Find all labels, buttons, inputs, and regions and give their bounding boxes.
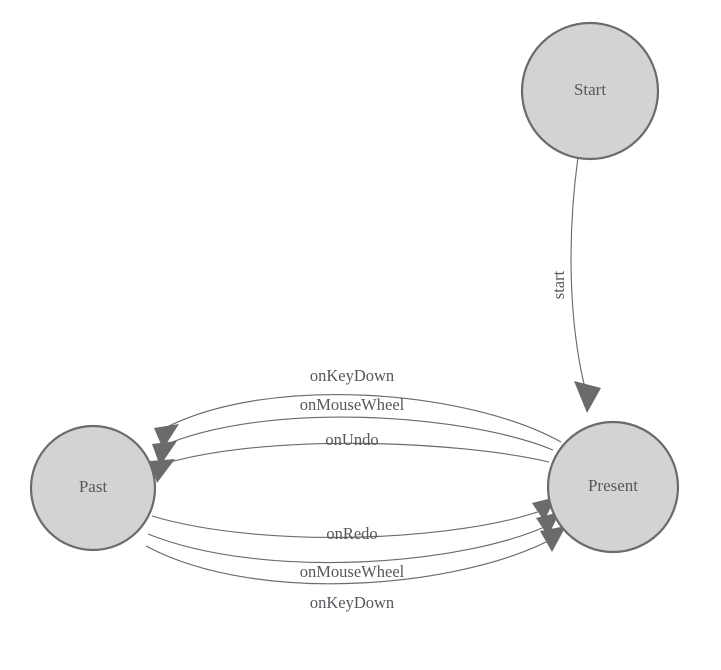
- edge-present-to-past-onmousewheel[interactable]: onMouseWheel: [152, 395, 554, 466]
- edge-label-present-past-mousewheel: onMouseWheel: [300, 395, 405, 414]
- state-node-start-label: Start: [574, 80, 606, 99]
- arrowhead-past-present-mousewheel: [536, 512, 560, 536]
- state-node-past-circle: [29, 424, 157, 552]
- arrowhead-present-past-undo: [150, 459, 175, 483]
- state-node-start-circle: [520, 21, 660, 161]
- state-node-past[interactable]: Past: [29, 424, 157, 552]
- edge-label-past-present-redo: onRedo: [326, 524, 377, 543]
- edge-label-past-present-mousewheel: onMouseWheel: [300, 562, 405, 581]
- edge-label-start: start: [549, 270, 568, 299]
- edge-path-past-present-keydown: [145, 534, 560, 585]
- edge-past-to-present-onkeydown[interactable]: onKeyDown: [145, 526, 566, 612]
- arrowhead-past-present-keydown: [540, 526, 566, 552]
- edge-path-start-present: [570, 156, 587, 393]
- edge-present-to-past-onkeydown[interactable]: onKeyDown: [154, 366, 562, 449]
- edge-label-past-present-keydown: onKeyDown: [310, 593, 394, 612]
- edge-present-to-past-onundo[interactable]: onUndo: [150, 430, 550, 483]
- arrowhead-start-present: [574, 381, 601, 413]
- state-node-present-circle: [546, 420, 680, 554]
- state-node-start[interactable]: Start: [520, 21, 660, 161]
- edge-past-to-present-onredo[interactable]: onRedo: [151, 497, 556, 543]
- state-node-past-label: Past: [79, 477, 108, 496]
- edge-path-present-past-mousewheel: [159, 416, 554, 451]
- state-node-present[interactable]: Present: [546, 420, 680, 554]
- arrowhead-present-past-keydown: [154, 424, 179, 449]
- edge-path-past-present-redo: [151, 507, 550, 538]
- edge-past-to-present-onmousewheel[interactable]: onMouseWheel: [147, 512, 560, 581]
- arrowhead-present-past-mousewheel: [152, 441, 177, 466]
- state-node-present-label: Present: [588, 476, 638, 495]
- edge-label-present-past-undo: onUndo: [325, 430, 378, 449]
- edge-start-to-present[interactable]: start: [549, 156, 601, 413]
- edge-path-present-past-undo: [156, 442, 550, 467]
- edge-path-past-present-mousewheel: [147, 522, 554, 564]
- edge-path-present-past-keydown: [162, 393, 562, 443]
- edge-label-present-past-keydown: onKeyDown: [310, 366, 394, 385]
